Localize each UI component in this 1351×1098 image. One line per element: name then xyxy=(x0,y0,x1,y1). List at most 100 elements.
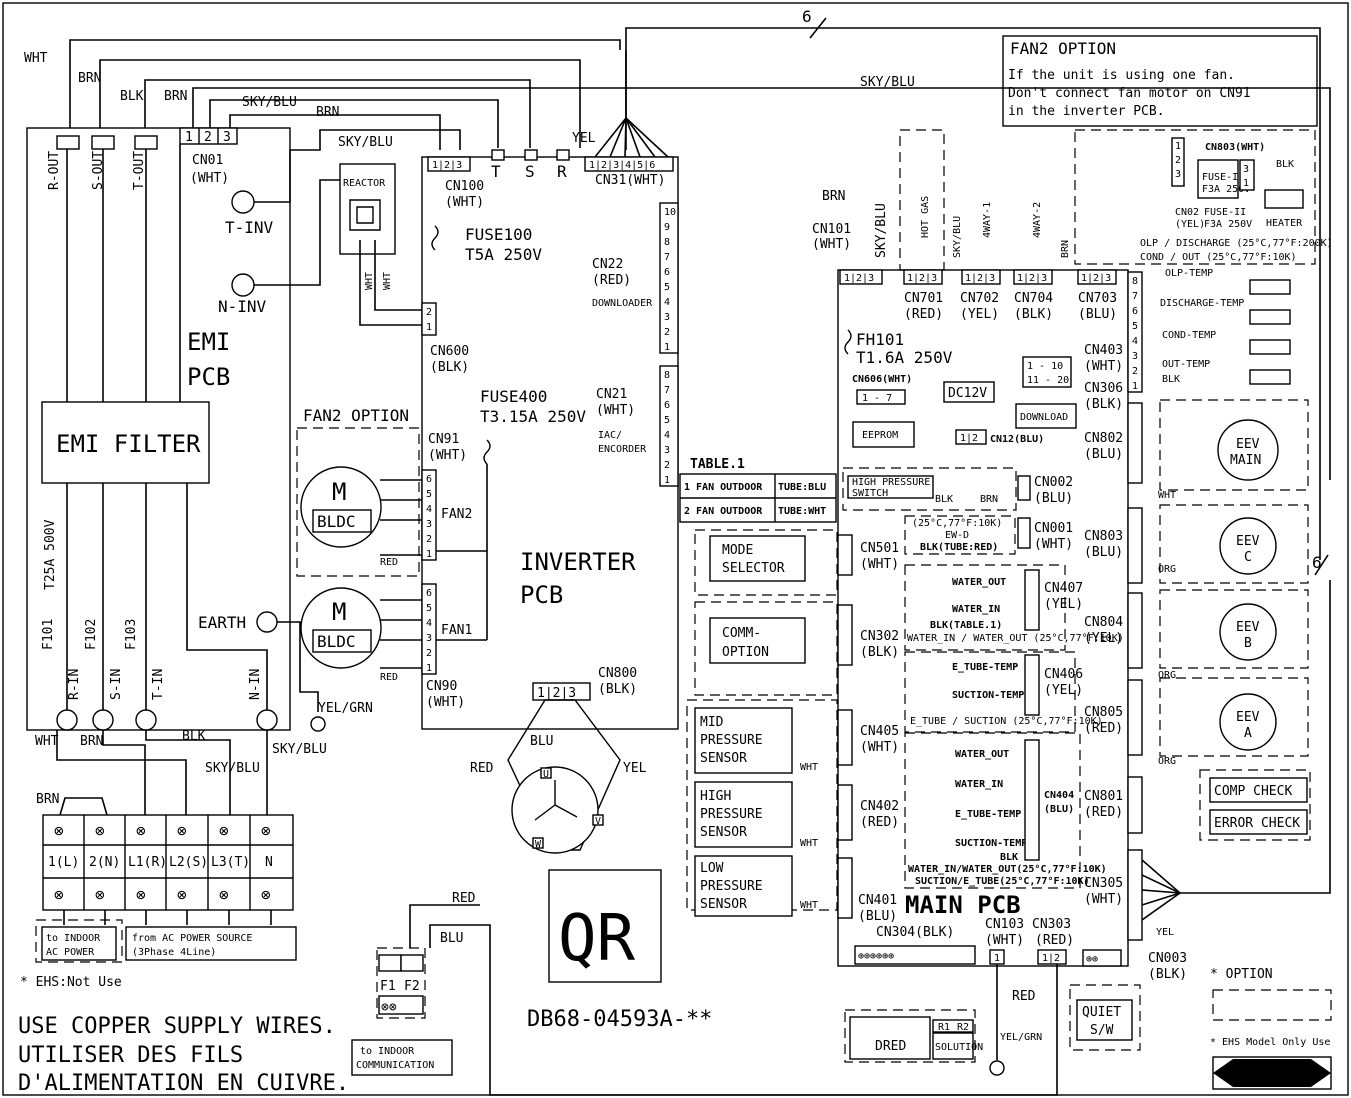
download-pins-2: 11 - 20 xyxy=(1027,375,1069,386)
svg-text:⊗: ⊗ xyxy=(177,821,187,840)
4way1-label: 4WAY-1 xyxy=(982,202,993,238)
svg-text:1|2|3: 1|2|3 xyxy=(1081,273,1111,284)
main-pcb: BRN CN101 (WHT) 1|2|3 FH101 T1.6A 250V C… xyxy=(812,129,1187,1076)
svg-text:10: 10 xyxy=(664,207,676,218)
cn404-color: (BLU) xyxy=(1044,804,1074,815)
mid-pressure-1: MID xyxy=(700,715,724,730)
cn701-color: (RED) xyxy=(904,307,943,322)
fh101-label: FH101 xyxy=(856,330,904,349)
svg-text:8: 8 xyxy=(1132,276,1138,287)
cn600-color: (BLK) xyxy=(430,360,469,375)
cn501-label: CN501 xyxy=(860,541,899,556)
term-wire-wht: WHT xyxy=(35,734,59,749)
mid-pressure-3: SENSOR xyxy=(700,751,747,766)
wire-label-skyblu-2: SKY/BLU xyxy=(338,135,393,150)
fan2-note-title: FAN2 OPTION xyxy=(1010,39,1116,58)
water-out-label: WATER_OUT xyxy=(952,577,1006,588)
comp-check-label: COMP CHECK xyxy=(1214,784,1292,799)
ew-blk-tube: BLK(TUBE:RED) xyxy=(920,542,998,553)
svg-text:3: 3 xyxy=(1132,351,1138,362)
to-indoor-power-2: AC POWER xyxy=(46,947,95,958)
from-ac-source-2: (3Phase 4Line) xyxy=(132,947,216,958)
eev-c-1: EEV xyxy=(1236,534,1260,549)
heater-wire-blk: BLK xyxy=(1276,159,1294,170)
svg-text:5: 5 xyxy=(426,489,432,500)
cn22-label: CN22 xyxy=(592,257,623,272)
eeprom-label: EEPROM xyxy=(862,430,898,441)
r1-label: R1 xyxy=(938,1022,950,1033)
eev-c-icon xyxy=(1219,517,1277,575)
terminal-t: T xyxy=(491,162,501,181)
olp-temp-label: OLP-TEMP xyxy=(1165,268,1213,279)
cn401-color: (BLU) xyxy=(858,909,897,924)
svg-text:5: 5 xyxy=(664,282,670,293)
svg-text:1|2|3: 1|2|3 xyxy=(1017,273,1047,284)
table-1: TABLE.1 1 FAN OUTDOOR TUBE:BLU 2 FAN OUT… xyxy=(679,457,837,523)
water-in-label: WATER_IN xyxy=(952,604,1000,615)
fan2-option-box xyxy=(296,427,420,577)
cn12-label: CN12(BLU) xyxy=(990,434,1044,445)
discharge-temp-label: DISCHARGE-TEMP xyxy=(1160,298,1244,309)
cn402-color: (RED) xyxy=(860,815,899,830)
wire-label-brn-main: BRN xyxy=(822,189,845,204)
bus-count-top: 6 xyxy=(802,7,812,26)
dred-label: DRED xyxy=(875,1039,906,1054)
fan-motors: FAN2 OPTION M BLDC FAN2 RED M BLDC FAN1 … xyxy=(296,406,472,683)
cn403-label: CN403 xyxy=(1084,343,1123,358)
cn606-pins: 1 - 7 xyxy=(862,393,892,404)
inverter-pcb: 1|2|3 CN100 (WHT) T S R 1|2|3|4|5|6 CN31… xyxy=(421,50,679,730)
cn405-label: CN405 xyxy=(860,724,899,739)
svg-text:6: 6 xyxy=(664,267,670,278)
svg-text:2: 2 xyxy=(1132,366,1138,377)
svg-text:6: 6 xyxy=(426,588,432,599)
wire-label-blk: BLK xyxy=(120,89,144,104)
svg-text:⊗: ⊗ xyxy=(261,885,271,904)
low-pressure-3: SENSOR xyxy=(700,897,747,912)
cn402-label: CN402 xyxy=(860,799,899,814)
svg-text:1|2|3: 1|2|3 xyxy=(432,160,462,171)
comm-option-2: OPTION xyxy=(722,645,769,660)
f2-label: F2 xyxy=(404,979,420,994)
doc-number: DB68-04593A-** xyxy=(527,1007,712,1032)
t-in-label: T-IN xyxy=(151,669,166,700)
comm-option-1: COMM- xyxy=(722,626,761,641)
svg-text:7: 7 xyxy=(1132,291,1138,302)
footer: USE COPPER SUPPLY WIRES. UTILISER DES FI… xyxy=(18,869,712,1096)
svg-text:⊗⊗: ⊗⊗ xyxy=(381,1000,397,1015)
t-out-label: T-OUT xyxy=(132,151,147,190)
emi-filter-box xyxy=(41,401,210,484)
fan2-bldc: BLDC xyxy=(317,512,356,531)
suction-label: SUCTION-TEMP xyxy=(952,690,1024,701)
svg-text:6: 6 xyxy=(664,400,670,411)
wire-label-skyblu: SKY/BLU xyxy=(242,95,297,110)
term-wire-skyblu-2: SKY/BLU xyxy=(205,761,260,776)
f103-label: F103 xyxy=(124,619,139,650)
svg-text:2: 2 xyxy=(1175,155,1181,166)
table1-title: TABLE.1 xyxy=(690,457,745,472)
reactor: REACTOR WHT WHT xyxy=(339,163,425,326)
cn802-color: (BLU) xyxy=(1084,447,1123,462)
eev-a-icon xyxy=(1219,693,1277,751)
fuse400-rating: T3.15A 250V xyxy=(480,407,586,426)
cn304-label: CN304(BLK) xyxy=(876,925,954,940)
emi-pcb-title: PCB xyxy=(187,363,230,391)
fan2-m: M xyxy=(332,478,346,506)
cn21-color: (WHT) xyxy=(596,403,635,418)
cond-out-note: COND / OUT (25°C,77°F:10K) xyxy=(1140,252,1297,263)
r-in-label: R-IN xyxy=(67,669,82,700)
cn600-label: CN600 xyxy=(430,344,469,359)
eev-c-org: ORG xyxy=(1158,564,1176,575)
comp-wire-yel: YEL xyxy=(623,761,647,776)
fan2-label: FAN2 xyxy=(441,507,472,522)
cn01-label: CN01 xyxy=(192,153,223,168)
ew-label: (25°C,77°F:10K) xyxy=(912,518,1002,529)
inverter-title: INVERTER xyxy=(520,548,636,576)
terminal-n: N xyxy=(265,855,273,870)
svg-text:1|2|3: 1|2|3 xyxy=(537,686,576,701)
cn02-color: (YEL) xyxy=(1175,219,1205,230)
comp-v: V xyxy=(595,816,601,827)
high-sensor-wht: WHT xyxy=(800,838,818,849)
svg-text:1: 1 xyxy=(1132,381,1138,392)
f101-label: F101 xyxy=(41,619,56,650)
term-wire-blk: BLK xyxy=(182,729,206,744)
